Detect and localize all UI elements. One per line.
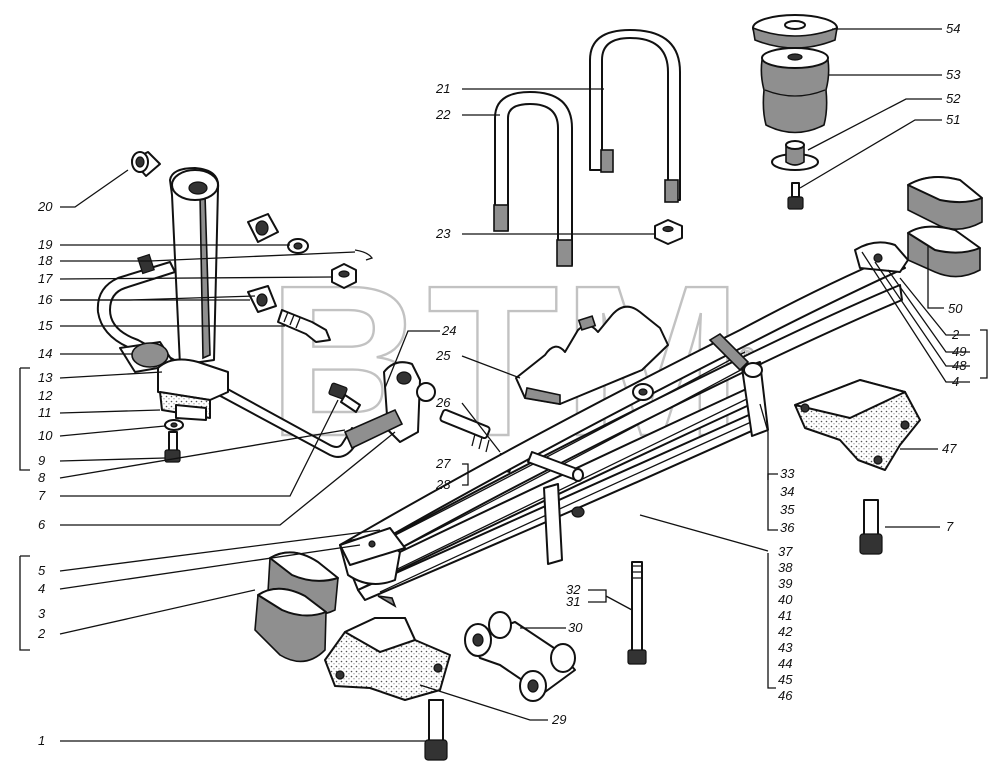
label-14: 14 bbox=[38, 346, 52, 361]
label-28: 28 bbox=[435, 477, 451, 492]
label-24: 24 bbox=[441, 323, 456, 338]
label-8: 8 bbox=[38, 470, 46, 485]
part-21-u-bolt bbox=[589, 29, 681, 203]
label-1: 1 bbox=[38, 733, 45, 748]
part-18-bushing bbox=[247, 213, 279, 243]
label-31: 31 bbox=[566, 594, 580, 609]
part-18-cotter-pin bbox=[354, 249, 374, 261]
label-19: 19 bbox=[38, 237, 52, 252]
part-26-pin bbox=[439, 408, 491, 453]
label-7-left: 7 bbox=[38, 488, 46, 503]
label-39: 39 bbox=[778, 576, 792, 591]
label-53: 53 bbox=[946, 67, 961, 82]
part-52-bushing bbox=[771, 140, 819, 171]
label-7-right: 7 bbox=[946, 519, 954, 534]
label-46: 46 bbox=[778, 688, 793, 703]
label-32: 32 bbox=[566, 582, 581, 597]
label-9: 9 bbox=[38, 453, 45, 468]
part-1-bolt bbox=[424, 699, 448, 761]
label-49: 49 bbox=[952, 344, 966, 359]
label-2-left: 2 bbox=[37, 626, 46, 641]
label-43: 43 bbox=[778, 640, 793, 655]
label-10: 10 bbox=[38, 428, 53, 443]
label-5: 5 bbox=[38, 563, 46, 578]
label-12: 12 bbox=[38, 388, 53, 403]
label-44: 44 bbox=[778, 656, 792, 671]
part-25-spacer-pad bbox=[515, 305, 669, 405]
label-25: 25 bbox=[435, 348, 451, 363]
label-4-left: 4 bbox=[38, 581, 45, 596]
part-15-stud-pin bbox=[277, 309, 331, 343]
label-52: 52 bbox=[946, 91, 961, 106]
label-45: 45 bbox=[778, 672, 793, 687]
label-20: 20 bbox=[37, 199, 53, 214]
label-42: 42 bbox=[778, 624, 793, 639]
label-2-right: 2 bbox=[951, 327, 960, 342]
label-51: 51 bbox=[946, 112, 960, 127]
label-38: 38 bbox=[778, 560, 793, 575]
label-29: 29 bbox=[551, 712, 566, 727]
label-50: 50 bbox=[948, 301, 963, 316]
part-47-bracket-plate bbox=[794, 379, 921, 471]
part-2-rubber-pad bbox=[254, 551, 339, 663]
label-22: 22 bbox=[435, 107, 451, 122]
part-7-bolt bbox=[859, 499, 883, 555]
part-54-rubber-cap bbox=[751, 14, 839, 49]
label-3: 3 bbox=[38, 606, 46, 621]
label-26: 26 bbox=[435, 395, 451, 410]
label-33: 33 bbox=[780, 466, 795, 481]
part-20-bushing bbox=[131, 151, 161, 177]
label-27: 27 bbox=[435, 456, 451, 471]
label-54: 54 bbox=[946, 21, 960, 36]
label-21: 21 bbox=[435, 81, 450, 96]
callout-labels: 54 53 52 51 50 2 49 48 4 47 7 33 34 35 3… bbox=[37, 21, 967, 748]
label-37: 37 bbox=[778, 544, 793, 559]
part-5-eye-plate bbox=[339, 527, 406, 566]
label-30: 30 bbox=[568, 620, 583, 635]
part-50-rubber-pad bbox=[907, 175, 983, 278]
label-34: 34 bbox=[780, 484, 794, 499]
part-24-shackle-bracket bbox=[343, 361, 436, 450]
part-51-bolt bbox=[787, 182, 804, 210]
part-11-clamp-bracket bbox=[157, 358, 229, 421]
part-29-bracket-plate bbox=[324, 617, 451, 701]
part-10-washer bbox=[164, 419, 184, 431]
label-35: 35 bbox=[780, 502, 795, 517]
label-48: 48 bbox=[952, 358, 967, 373]
part-4-clip bbox=[854, 241, 909, 273]
part-19-washer bbox=[287, 238, 309, 254]
part-53-rubber-buffer bbox=[760, 47, 830, 134]
label-13: 13 bbox=[38, 370, 53, 385]
part-30-twin-link bbox=[464, 611, 576, 702]
part-31-long-bolt bbox=[627, 561, 647, 665]
label-16: 16 bbox=[38, 292, 53, 307]
part-14-stabilizer-link bbox=[169, 167, 220, 366]
part-9-bolt bbox=[164, 431, 181, 463]
part-33-spring-clamp bbox=[708, 332, 769, 437]
part-22-u-bolt bbox=[493, 91, 573, 267]
label-18: 18 bbox=[38, 253, 53, 268]
label-4-right: 4 bbox=[952, 374, 959, 389]
label-23: 23 bbox=[435, 226, 451, 241]
label-11: 11 bbox=[38, 405, 52, 420]
label-40: 40 bbox=[778, 592, 793, 607]
label-41: 41 bbox=[778, 608, 792, 623]
part-36-spring-clamp bbox=[543, 483, 585, 565]
label-6: 6 bbox=[38, 517, 46, 532]
leader-lines bbox=[19, 28, 988, 742]
label-47: 47 bbox=[942, 441, 957, 456]
part-16-bushing bbox=[247, 285, 277, 313]
label-15: 15 bbox=[38, 318, 53, 333]
part-spring-center-nut bbox=[632, 383, 654, 401]
label-17: 17 bbox=[38, 271, 53, 286]
part-23-nut bbox=[654, 219, 683, 245]
part-8-bolt bbox=[328, 382, 361, 413]
part-spring-pin bbox=[527, 451, 584, 482]
part-17-nut bbox=[331, 263, 357, 289]
label-36: 36 bbox=[780, 520, 795, 535]
